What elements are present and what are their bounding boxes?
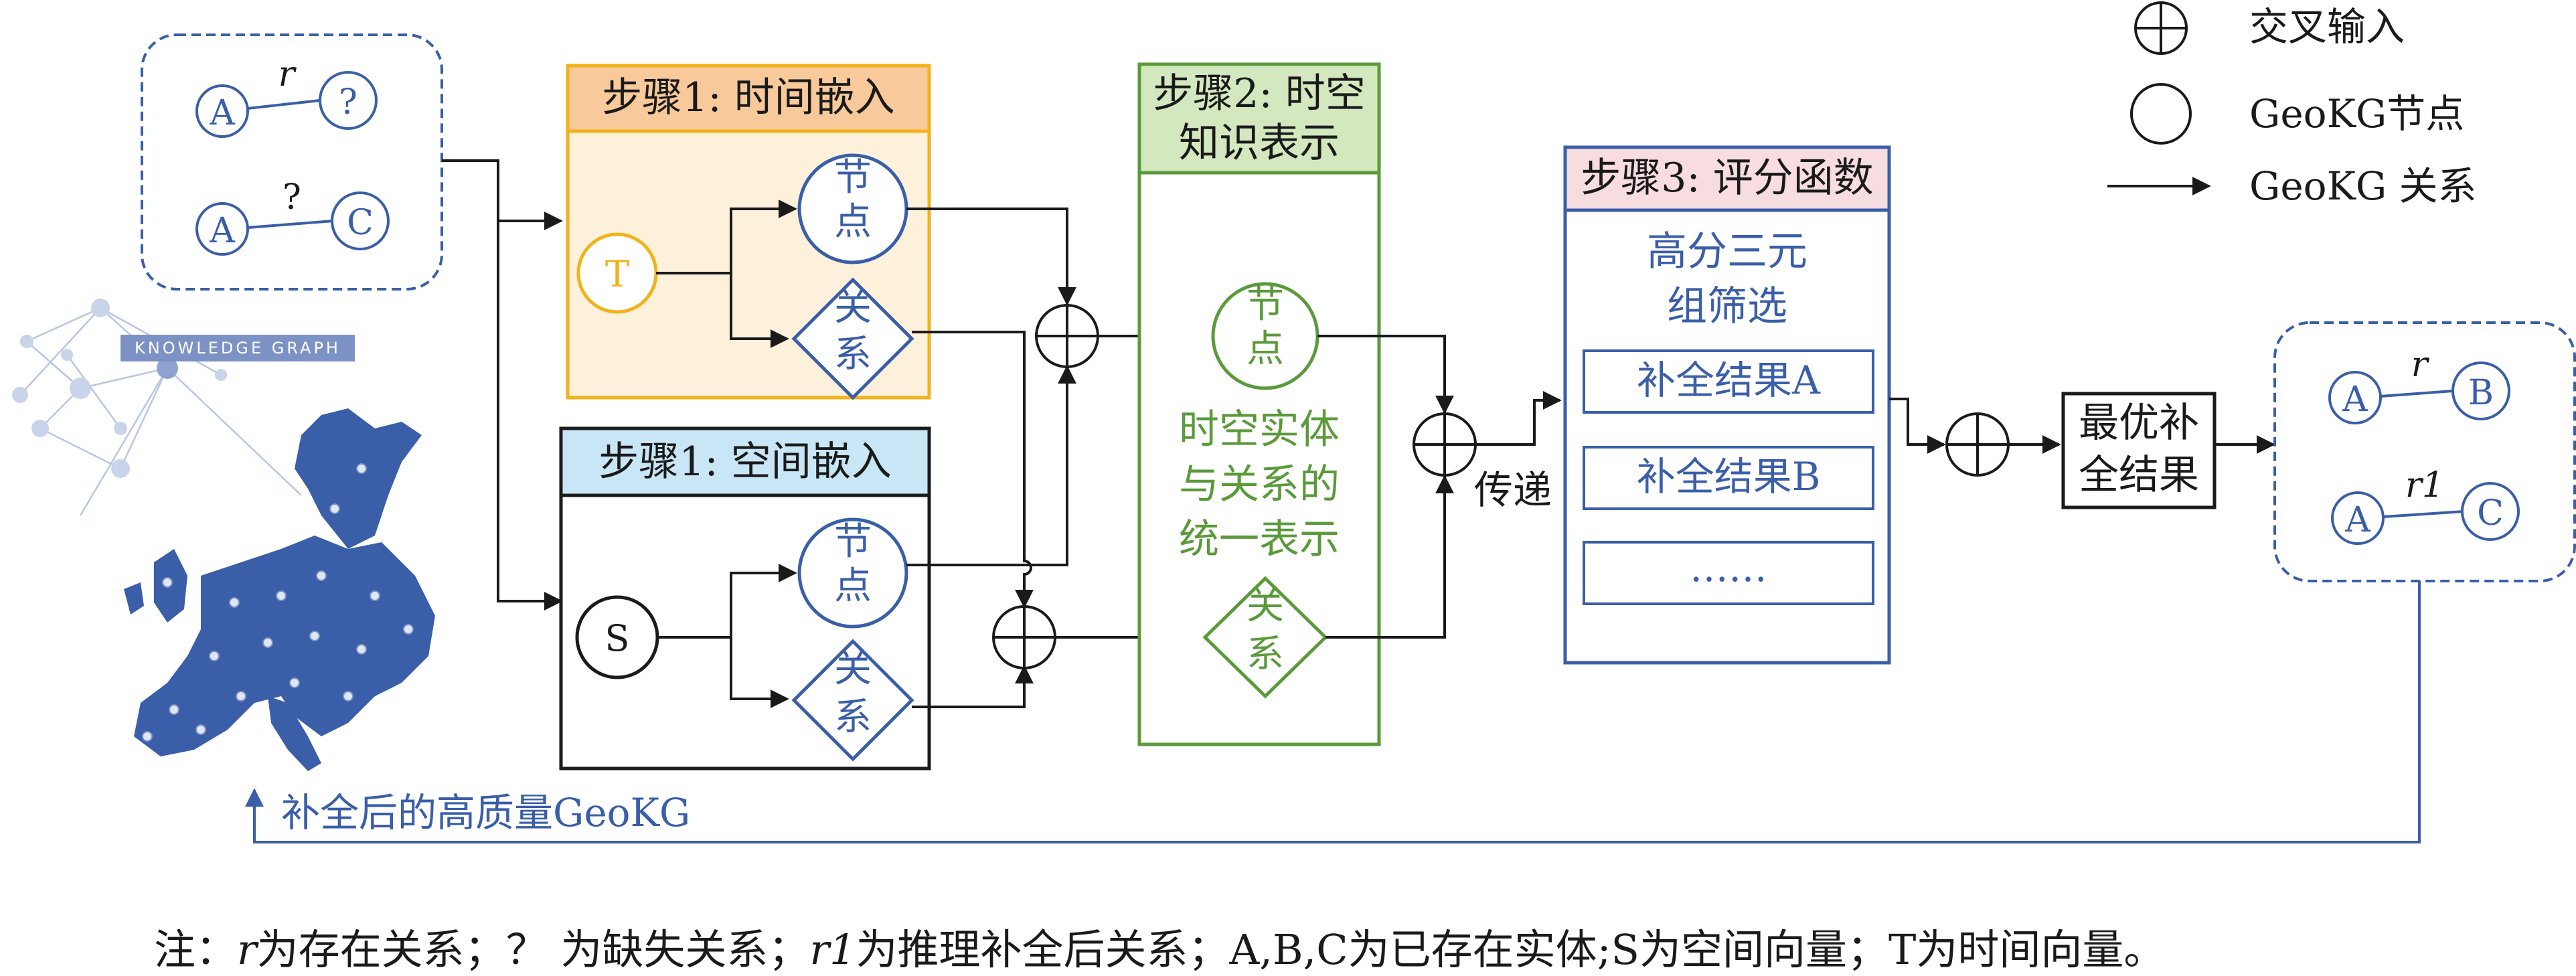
- output-entity-a2-label: A: [2344, 500, 2371, 540]
- step1-space-box: 步骤1: 空间嵌入 S 节 点 关 系: [559, 426, 931, 770]
- output-entity-b-label: B: [2468, 373, 2494, 413]
- space-relation-line1: 关: [834, 647, 872, 691]
- result-a-box: [1583, 349, 1874, 414]
- time-vector-label: T: [605, 253, 629, 295]
- output-entity-c-label: C: [2477, 493, 2504, 534]
- step1-time-title: 步骤1: 时间嵌入: [602, 74, 894, 121]
- step2-body-line3: 统一表示: [1179, 516, 1340, 563]
- step2-node-line1: 节: [1246, 283, 1284, 327]
- step3-box: 步骤3: 评分函数 高分三元 组筛选 补全结果A 补全结果B ……: [1563, 145, 1891, 665]
- space-node-label-line2: 点: [834, 564, 872, 608]
- result-a-label: 补全结果A: [1637, 357, 1821, 403]
- lower-cross-icon: [992, 605, 1056, 669]
- step2-body-line2: 与关系的: [1179, 461, 1340, 508]
- input-connectors: [442, 159, 563, 611]
- input-entity-a-label: A: [209, 93, 236, 133]
- best-result-line2: 全结果: [2079, 452, 2199, 499]
- space-node-label-line1: 节: [834, 520, 872, 564]
- step2-relation-line2: 系: [1246, 633, 1284, 676]
- input-entity-c-node: [331, 191, 390, 250]
- node-legend-icon: [2130, 83, 2192, 145]
- knowledge-graph-banner-label: KNOWLEDGE GRAPH: [135, 339, 341, 357]
- legend: 交叉输入 GeoKG节点 GeoKG 关系: [2107, 1, 2477, 209]
- input-graph-box: A ? r A C ?: [141, 33, 443, 291]
- time-relation-line1: 关: [834, 286, 872, 329]
- transfer-label: 传递: [1474, 467, 1552, 513]
- europe-knowledge-graph-image: KNOWLEDGE GRAPH: [12, 299, 435, 771]
- note-r: r: [237, 925, 257, 974]
- time-node-label-line1: 节: [834, 156, 872, 199]
- output-relation-r1-label: r1: [2405, 465, 2444, 505]
- space-node-circle: [797, 517, 908, 629]
- space-vector-label: S: [605, 617, 630, 659]
- step2-relation-line1: 关: [1246, 584, 1284, 628]
- step2-title-line1: 步骤2: 时空: [1153, 70, 1365, 117]
- result-b-box: [1583, 446, 1874, 510]
- result-more-label: ……: [1690, 545, 1767, 590]
- output-entity-a2-node: [2331, 491, 2385, 545]
- time-node-label-line2: 点: [834, 200, 872, 244]
- result-b-label: 补全结果B: [1637, 454, 1821, 499]
- output-entity-a-node: [2328, 371, 2382, 424]
- result-more-box: [1583, 541, 1874, 605]
- output-entity-b-node: [2451, 361, 2510, 420]
- space-relation-line2: 系: [834, 696, 872, 739]
- step1-space-title: 步骤1: 空间嵌入: [598, 438, 891, 485]
- step3-filter-line1: 高分三元: [1647, 228, 1807, 275]
- input-entity-a2-node: [195, 202, 249, 256]
- legend-relation-label: GeoKG 关系: [2249, 163, 2477, 209]
- feedback-loop: [245, 581, 2421, 843]
- input-entity-a2-label: A: [209, 211, 236, 251]
- feedback-label: 补全后的高质量GeoKG: [281, 790, 690, 835]
- legend-node-label: GeoKG节点: [2249, 91, 2464, 137]
- cross-input-icon: [2134, 1, 2188, 55]
- result-cross-icon: [1945, 412, 2010, 477]
- best-result-line1: 最优补: [2079, 400, 2199, 446]
- step2-box: 步骤2: 时空 知识表示 节 点 时空实体 与关系的 统一表示 关 系: [1137, 62, 1381, 746]
- input-entity-c-label: C: [347, 203, 374, 243]
- step1-time-box: 步骤1: 时间嵌入 T 节 点 关 系: [566, 64, 931, 400]
- figure-note: 注：r为存在关系；？ 为缺失关系；r1为推理补全后关系；A,B,C为已存在实体;…: [154, 916, 2165, 976]
- step3-filter-line2: 组筛选: [1667, 283, 1787, 330]
- input-relation-r-label: r: [278, 54, 297, 94]
- knowledge-graph-banner: [120, 335, 355, 361]
- time-relation-line2: 系: [834, 333, 872, 376]
- step2-relation-diamond: [1202, 576, 1328, 699]
- space-relation-diamond: [791, 639, 914, 762]
- note-part2: 为推理补全后关系；A,B,C为已存在实体;S为空间向量；T为时间向量。: [856, 925, 2166, 974]
- input-entity-a-node: [195, 84, 249, 138]
- input-unknown-label: ?: [339, 82, 357, 123]
- output-relation-r-label: r: [2411, 345, 2430, 385]
- time-relation-diamond: [791, 277, 914, 400]
- input-missing-relation-label: ?: [283, 177, 301, 218]
- note-r1: r1: [809, 925, 856, 974]
- upper-cross-icon: [1035, 304, 1099, 368]
- note-prefix: 注：: [154, 925, 238, 974]
- cross-connectors: [906, 208, 1214, 708]
- transfer-cross-icon: [1413, 412, 1477, 477]
- output-graph-box: A B r A C r1: [2273, 321, 2576, 582]
- legend-cross-input-label: 交叉输入: [2249, 4, 2405, 50]
- note-part1: 为存在关系；？ 为缺失关系；: [256, 925, 810, 974]
- best-result-box: 最优补 全结果: [2061, 392, 2217, 509]
- step2-node-line2: 点: [1246, 327, 1284, 371]
- input-unknown-node: [319, 71, 378, 130]
- transfer-connectors: [1317, 335, 1562, 639]
- output-entity-c-node: [2461, 482, 2520, 541]
- step3-title: 步骤3: 评分函数: [1581, 155, 1873, 201]
- step2-body-line1: 时空实体: [1179, 406, 1340, 453]
- output-entity-a-label: A: [2342, 380, 2368, 420]
- best-connectors: [1889, 398, 2275, 454]
- step2-title-line2: 知识表示: [1179, 120, 1340, 167]
